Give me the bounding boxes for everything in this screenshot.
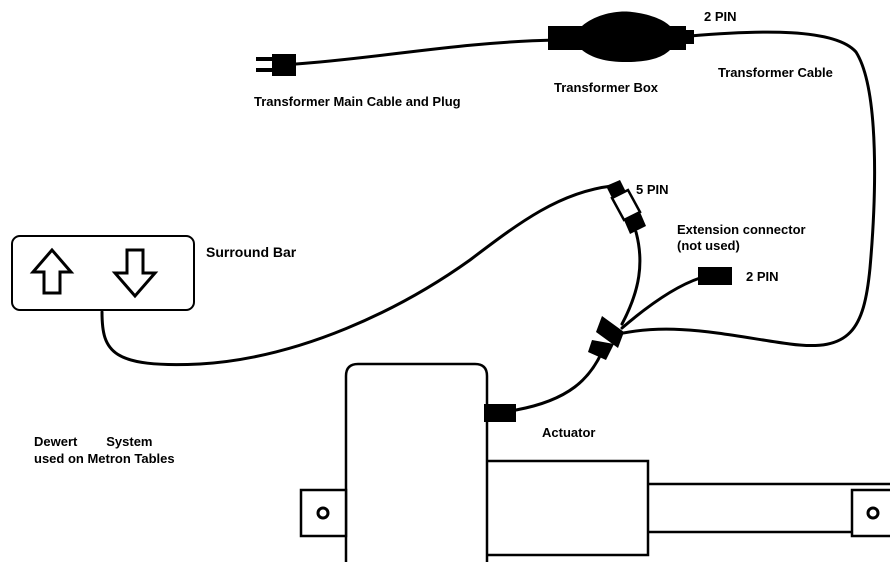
actuator-label: Actuator	[542, 425, 595, 440]
extension-not-used-label: (not used)	[677, 238, 740, 253]
extension-connector-plug	[698, 267, 732, 285]
y-junction-connector	[588, 316, 624, 360]
extension-connector-label: Extension connector	[677, 222, 806, 237]
five-pin-label: 5 PIN	[636, 182, 669, 197]
up-arrow-icon	[29, 247, 75, 295]
five-pin-cable	[620, 230, 642, 326]
transformer-cable	[608, 30, 877, 348]
transformer-main-cable-label: Transformer Main Cable and Plug	[254, 94, 461, 109]
pin-extension-label: 2 PIN	[746, 269, 779, 284]
system-title-line1: Dewert System	[34, 434, 153, 449]
power-plug	[256, 54, 296, 76]
down-arrow-icon	[111, 248, 159, 299]
transformer-cable-label: Transformer Cable	[718, 65, 833, 80]
transformer-main-cable	[294, 38, 558, 66]
system-title-line2: used on Metron Tables	[34, 451, 175, 466]
actuator	[299, 362, 890, 562]
five-pin-connector	[606, 180, 646, 234]
pin-top-label: 2 PIN	[704, 9, 737, 24]
surround-bar-cable	[100, 184, 614, 367]
surround-bar-label: Surround Bar	[206, 244, 297, 260]
transformer-box	[548, 11, 694, 63]
extension-cable	[620, 276, 702, 330]
transformer-box-label: Transformer Box	[554, 80, 659, 95]
actuator-cable	[514, 350, 604, 412]
